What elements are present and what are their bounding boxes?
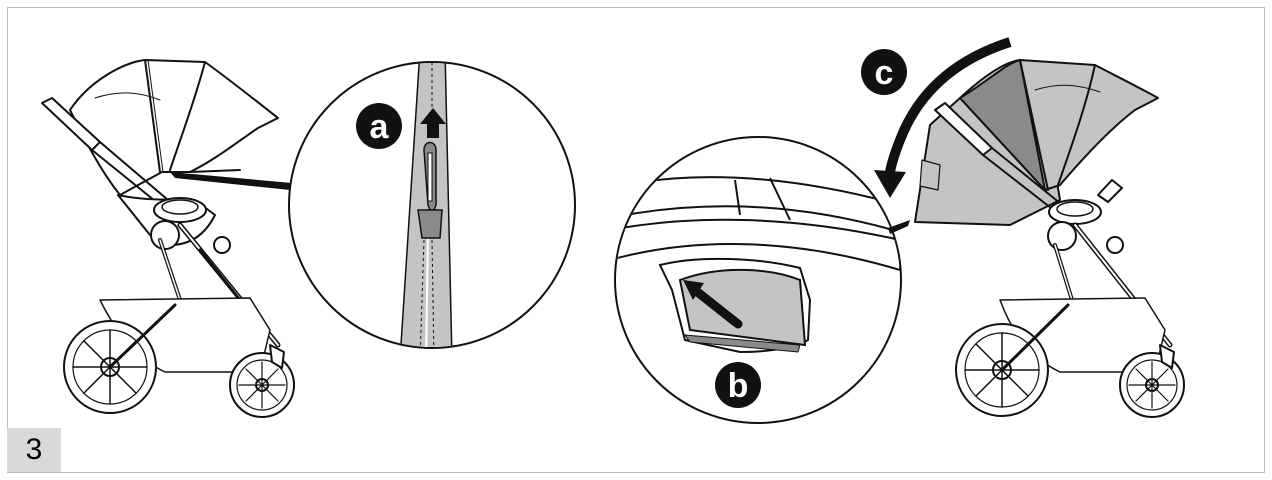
zipper-slider: [417, 209, 443, 239]
callout-badge-a: a: [356, 103, 402, 149]
zoom-pointer-a: [170, 172, 292, 190]
callout-label-b: b: [728, 367, 749, 405]
arrow-rotate-icon: [874, 37, 1012, 198]
callout-badge-c: c: [861, 49, 907, 95]
callout-badge-b: b: [715, 362, 761, 408]
zoom-pointer-b: [888, 220, 910, 234]
stroller-right-front-wheel: [1119, 344, 1185, 418]
stroller-right: [914, 59, 1185, 418]
step-number-box: 3: [7, 428, 61, 472]
zoom-circle-pocket: [614, 136, 902, 424]
zoom-circle-zipper: [288, 61, 576, 349]
arrow-up-icon: [420, 108, 446, 138]
callout-label-a: a: [370, 108, 390, 146]
stroller-left-front-wheel: [229, 344, 295, 418]
callout-label-c: c: [875, 54, 894, 92]
stroller-left: [41, 59, 295, 418]
step-number: 3: [25, 433, 43, 466]
